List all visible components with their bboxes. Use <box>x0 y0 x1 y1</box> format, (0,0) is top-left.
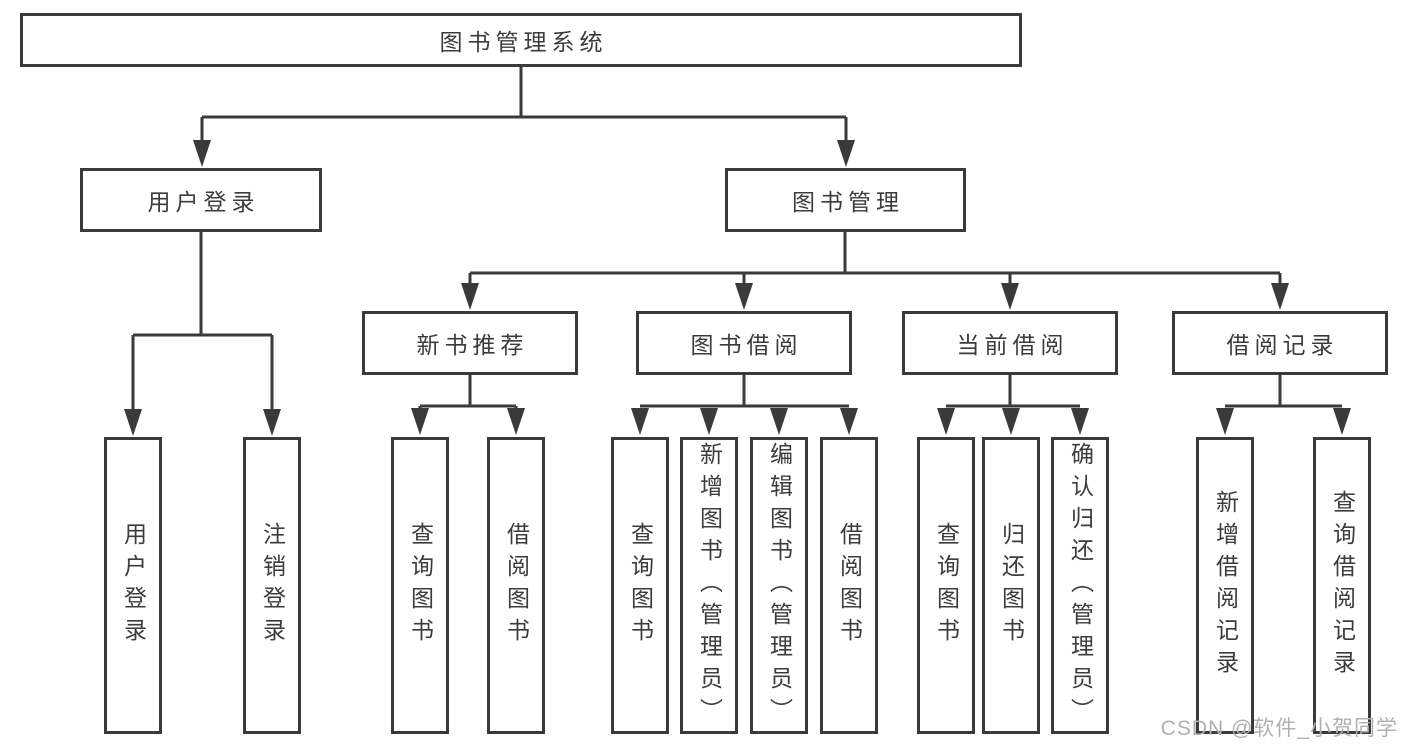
node-query-borrow-record: 查询借阅记录 <box>1313 437 1371 734</box>
arrow-icon <box>631 408 649 435</box>
node-label: 用户登录 <box>120 521 147 650</box>
arrow-icon <box>735 283 753 310</box>
connector-book-management-children <box>461 232 1289 310</box>
connector-borrowing-records-children <box>1216 375 1351 435</box>
node-new-book-recommendation: 新书推荐 <box>362 311 578 375</box>
node-return-books: 归还图书 <box>982 437 1040 734</box>
arrow-icon <box>411 408 429 435</box>
node-label: 查询图书 <box>407 521 434 650</box>
node-query-books-borrowing: 查询图书 <box>611 437 669 734</box>
arrow-icon <box>700 408 718 435</box>
arrow-icon <box>840 408 858 435</box>
node-library-management-system: 图书管理系统 <box>20 13 1022 67</box>
watermark: CSDN @软件_小贺同学 <box>1160 717 1398 740</box>
arrow-icon <box>1333 408 1351 435</box>
node-label: 查询借阅记录 <box>1329 489 1356 682</box>
node-label: 编辑图书（管理员） <box>766 441 793 730</box>
node-label: 图书管理系统 <box>439 29 608 55</box>
node-label: 查询图书 <box>933 521 960 650</box>
node-label: 图书借阅 <box>690 332 803 358</box>
node-book-management: 图书管理 <box>725 168 966 232</box>
node-label: 图书管理 <box>792 189 904 215</box>
node-logout-action: 注销登录 <box>243 437 301 734</box>
arrow-icon <box>837 140 855 167</box>
node-book-borrowing: 图书借阅 <box>636 311 852 375</box>
node-user-login-action: 用户登录 <box>104 437 162 734</box>
node-borrow-books-recommend: 借阅图书 <box>487 437 545 734</box>
node-label: 注销登录 <box>259 521 286 650</box>
node-borrow-books-action: 借阅图书 <box>820 437 878 734</box>
node-current-borrowing: 当前借阅 <box>902 311 1118 375</box>
node-label: 新增图书（管理员） <box>696 441 723 730</box>
node-query-books-recommend: 查询图书 <box>391 437 449 734</box>
node-label: 借阅图书 <box>503 521 530 650</box>
arrow-icon <box>1071 408 1089 435</box>
node-query-books-current: 查询图书 <box>917 437 975 734</box>
connector-current-borrowing-children <box>937 375 1089 435</box>
connector-book-borrowing-children <box>631 375 858 435</box>
node-label: 当前借阅 <box>956 332 1069 358</box>
node-confirm-return-admin: 确认归还（管理员） <box>1051 437 1109 734</box>
node-borrowing-records: 借阅记录 <box>1172 311 1388 375</box>
node-label: 用户登录 <box>147 189 260 215</box>
connector-root-to-level2 <box>193 67 855 167</box>
arrow-icon <box>1001 283 1019 310</box>
node-add-borrow-record: 新增借阅记录 <box>1196 437 1254 734</box>
node-label: 新书推荐 <box>416 332 529 358</box>
node-edit-books-admin: 编辑图书（管理员） <box>750 437 808 734</box>
connector-new-book-children <box>411 375 525 435</box>
connector-user-login-children <box>124 232 281 436</box>
arrow-icon <box>263 409 281 436</box>
arrow-icon <box>1002 408 1020 435</box>
node-label: 新增借阅记录 <box>1212 489 1239 682</box>
node-label: 归还图书 <box>998 521 1025 650</box>
node-user-login: 用户登录 <box>80 168 322 232</box>
node-add-books-admin: 新增图书（管理员） <box>680 437 738 734</box>
arrow-icon <box>461 283 479 310</box>
arrow-icon <box>1271 283 1289 310</box>
node-label: 借阅记录 <box>1226 332 1339 358</box>
arrow-icon <box>507 408 525 435</box>
arrow-icon <box>937 408 955 435</box>
arrow-icon <box>770 408 788 435</box>
node-label: 查询图书 <box>627 521 654 650</box>
arrow-icon <box>193 140 211 167</box>
arrow-icon <box>124 409 142 436</box>
arrow-icon <box>1216 408 1234 435</box>
node-label: 借阅图书 <box>836 521 863 650</box>
node-label: 确认归还（管理员） <box>1067 441 1094 730</box>
